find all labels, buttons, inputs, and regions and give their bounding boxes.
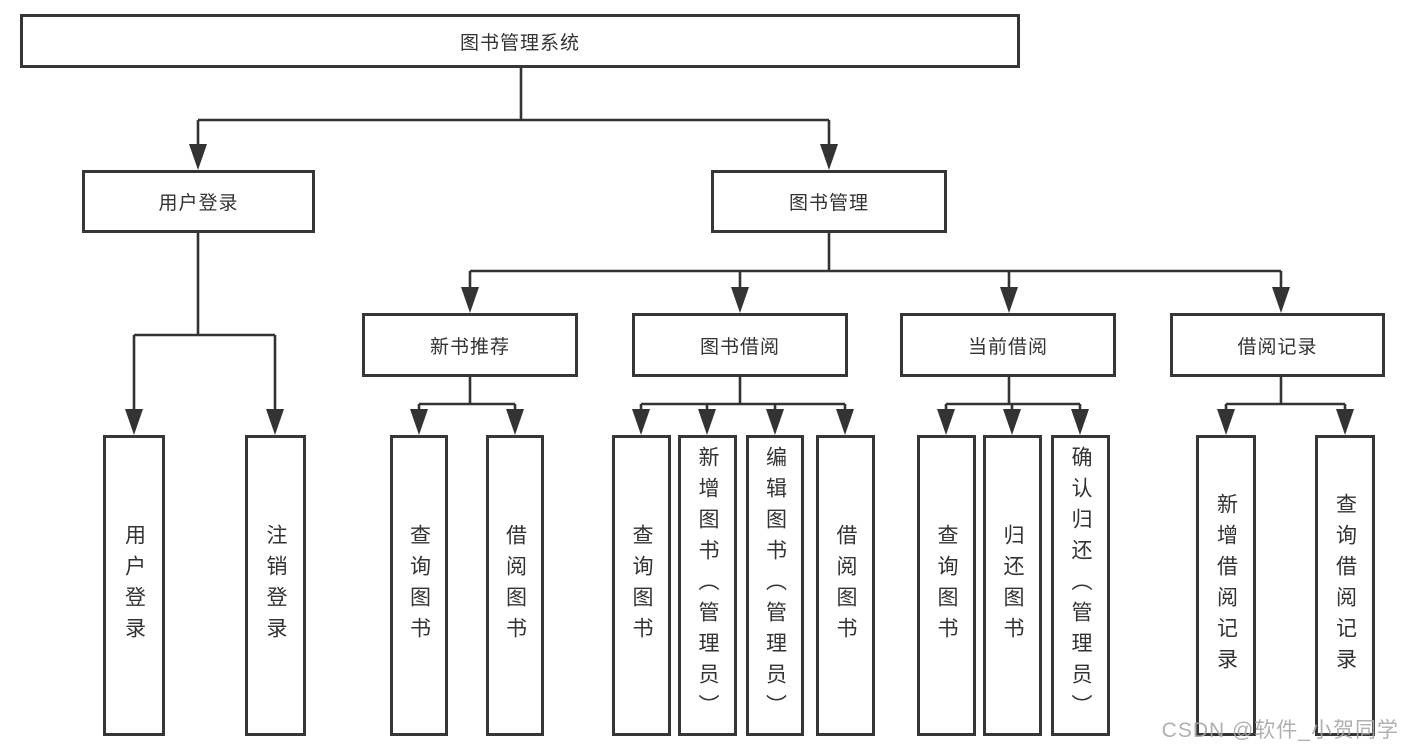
leaf-query-book-recommend: 查询图书 [390,435,448,736]
leaf-add-book-admin: 新增图书（管理员） [678,435,737,736]
leaf-query-borrow-record: 查询借阅记录 [1315,435,1375,736]
node-user-login: 用户登录 [82,170,315,233]
node-borrow-record: 借阅记录 [1170,313,1385,377]
node-book-management: 图书管理 [711,170,947,233]
node-library-system: 图书管理系统 [20,14,1020,68]
node-book-borrow: 图书借阅 [632,313,848,377]
leaf-confirm-return-admin: 确认归还（管理员） [1051,435,1110,736]
leaf-query-book-current: 查询图书 [917,435,976,736]
leaf-logout: 注销登录 [245,435,306,736]
leaf-borrow-book: 借阅图书 [816,435,875,736]
leaf-borrow-book-recommend: 借阅图书 [486,435,544,736]
leaf-user-login: 用户登录 [103,435,165,736]
node-new-book-recommend: 新书推荐 [362,313,578,377]
csdn-watermark: CSDN @软件_小贺同学 [1161,719,1399,742]
leaf-add-borrow-record: 新增借阅记录 [1196,435,1256,736]
leaf-return-book: 归还图书 [983,435,1042,736]
leaf-query-book-borrow: 查询图书 [612,435,671,736]
leaf-edit-book-admin: 编辑图书（管理员） [746,435,804,736]
node-current-borrow: 当前借阅 [900,313,1116,377]
